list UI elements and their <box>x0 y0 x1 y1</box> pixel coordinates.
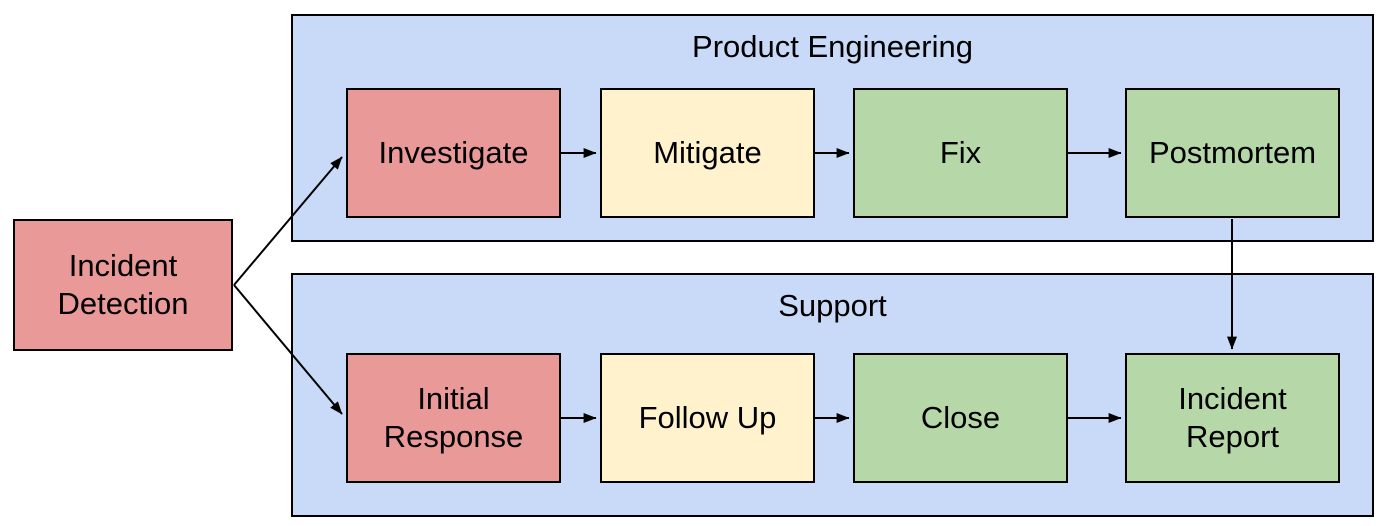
node-incident-report: Incident Report <box>1125 353 1340 483</box>
node-incident-detection: Incident Detection <box>13 219 233 351</box>
node-postmortem: Postmortem <box>1125 88 1340 218</box>
node-follow-up: Follow Up <box>600 353 815 483</box>
lane-title-support: Support <box>778 288 887 323</box>
node-close: Close <box>853 353 1068 483</box>
node-mitigate: Mitigate <box>600 88 815 218</box>
node-initial-response: Initial Response <box>346 353 561 483</box>
lane-title-product-engineering: Product Engineering <box>692 29 973 64</box>
node-fix: Fix <box>853 88 1068 218</box>
node-investigate: Investigate <box>346 88 561 218</box>
